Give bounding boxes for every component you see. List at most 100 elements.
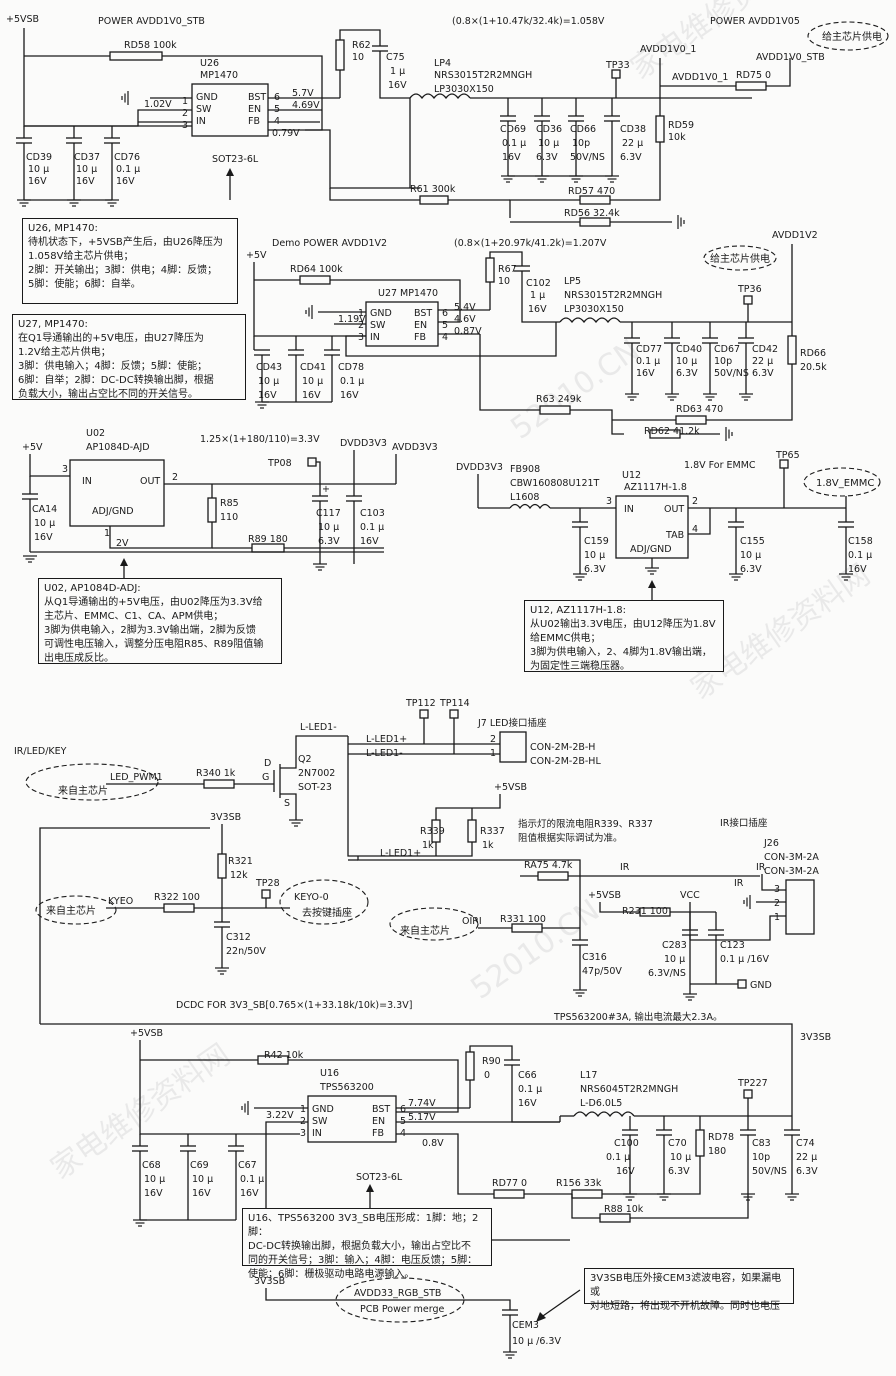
cap-val: 0.1 μ (606, 1152, 630, 1163)
resistor-label: R85 (220, 498, 239, 509)
cap-val: 10 μ (538, 138, 559, 149)
cap-ref: C67 (238, 1160, 257, 1171)
voltage-reading: 0.87V (454, 326, 482, 337)
section-u12-1v8-emmc: DVDD3V3 FB908 CBW160808U121T L1608 C159 … (456, 450, 881, 602)
annotation-oval: 来自主芯片 (46, 904, 96, 917)
resistor-value: 1k (422, 840, 434, 851)
note-u26: U26, MP1470: 待机状态下，+5VSB产生后，由U26降压为 1.05… (22, 218, 238, 304)
cap-volt: 6.3V (668, 1166, 690, 1177)
annotation-oval: 给主芯片供电 (822, 30, 882, 43)
net-label: L-LED1- (300, 722, 337, 733)
ic-u02 (69, 459, 165, 527)
connector-part: CON-2M-2B-HL (530, 756, 601, 767)
cap-ref: CD37 (74, 152, 100, 163)
cap-val: 10 μ (144, 1174, 165, 1185)
inductor-part: NRS3015T2R2MNGH (564, 290, 662, 301)
pin-label: IN (624, 504, 634, 515)
annotation-text: PCB Power merge (360, 1304, 445, 1315)
pin-num: 2 (358, 320, 364, 331)
test-point: TP28 (255, 878, 280, 889)
cap-ref: CD78 (338, 362, 364, 373)
cap-volt: 6.3V (796, 1166, 818, 1177)
pin-num: 3 (182, 120, 188, 131)
cap-volt: 16V (240, 1188, 259, 1199)
pin-label: BST (248, 92, 266, 103)
pin-label: EN (372, 1116, 385, 1127)
cap-ref: CA14 (32, 504, 57, 515)
cap-volt: 16V (636, 368, 655, 379)
cap-ref: CEM3 (512, 1320, 539, 1331)
cap-val: 22 μ (752, 356, 773, 367)
pin-num: 1 (490, 748, 496, 759)
net-label: DVDD3V3 (340, 438, 387, 449)
package-label: SOT23-6L (356, 1172, 403, 1183)
resistor-label: R339 (420, 826, 445, 837)
formula: (0.8×(1+20.97k/41.2k)=1.207V (454, 238, 607, 249)
cap-val: 1 μ (390, 66, 405, 77)
section-u16-3v3sb: DCDC FOR 3V3_SB[0.765×(1+33.18k/10k)=3.3… (130, 1000, 831, 1241)
net-label: AVDD3V3 (392, 442, 438, 453)
cap-ref: CD69 (500, 124, 526, 135)
pin-num: 3 (358, 332, 364, 343)
pin-label: IN (196, 116, 206, 127)
pin-num: 1 (774, 912, 780, 923)
section-title-right: POWER AVDD1V05 (710, 16, 800, 27)
cap-volt: 50V/NS (570, 152, 605, 163)
pin-label: SW (196, 104, 212, 115)
pin-label: GND (196, 92, 218, 103)
cap-val: 0.1 μ /16V (720, 954, 769, 965)
resistor-value: 10 (352, 52, 364, 63)
cap-volt: 6.3V/NS (648, 968, 686, 979)
cap-val: 0.1 μ (360, 522, 384, 533)
connector-title: J7 LED接口插座 (477, 717, 547, 729)
cap-volt: 16V (28, 176, 47, 187)
net-label: AVDD1V2 (772, 230, 818, 241)
voltage-reading: 7.74V (408, 1098, 436, 1109)
pin-label: FB (372, 1128, 384, 1139)
pin-label: ADJ/GND (92, 506, 134, 517)
connector-part: CON-3M-2A (764, 852, 819, 863)
cap-ref: C66 (518, 1070, 537, 1081)
rail-label: 3V3SB (254, 1276, 285, 1287)
note-u02: U02, AP1084D-ADJ: 从Q1导通输出的+5V电压，由U02降压为3… (38, 578, 282, 664)
voltage-reading: 5.7V (292, 88, 314, 99)
pin-label: FB (248, 116, 260, 127)
transistor-part: 2N7002 (298, 768, 335, 779)
net-label: DVDD3V3 (456, 462, 503, 473)
pin-label: ADJ/GND (630, 544, 672, 555)
pin-label: GND (312, 1104, 334, 1115)
resistor-label: RD78 (708, 1132, 734, 1143)
rail-label: 3V3SB (800, 1032, 831, 1043)
resistor-label: RD75 0 (736, 70, 771, 81)
note-u27: U27, MP1470: 在Q1导通输出的+5V电压，由U27降压为 1.2V给… (12, 314, 246, 400)
pin-label: G (262, 772, 269, 783)
voltage-reading: 2V (116, 538, 129, 549)
cap-volt: 16V (616, 1166, 635, 1177)
voltage-reading: 4.69V (292, 100, 320, 111)
pin-num: 4 (442, 332, 448, 343)
pin-num: 5 (442, 320, 448, 331)
voltage-reading: 4.6V (454, 314, 476, 325)
resistor-label: RD59 (668, 120, 694, 131)
net-label: IR (620, 862, 630, 873)
voltage-reading: 3.22V (266, 1110, 294, 1121)
ic-ref: U12 (622, 470, 641, 481)
cap-val: 10 μ /6.3V (512, 1336, 561, 1347)
cap-ref: CD76 (114, 152, 140, 163)
pin-num: 6 (400, 1104, 406, 1115)
formula: 1.25×(1+180/110)=3.3V (200, 434, 320, 445)
cap-val: 10 μ (676, 356, 697, 367)
net-label: IR (734, 878, 744, 889)
voltage-reading: 5.4V (454, 302, 476, 313)
cap-ref: C123 (720, 940, 745, 951)
pin-num: 4 (692, 524, 698, 535)
resistor-value: 1k (482, 840, 494, 851)
cap-ref: CD66 (570, 124, 596, 135)
pin-label: BST (372, 1104, 390, 1115)
inductor-package: LP3030X150 (564, 304, 624, 315)
rail-label: +5VSB (494, 782, 527, 793)
cap-volt: 16V (144, 1188, 163, 1199)
cap-val: 22 μ (796, 1152, 817, 1163)
resistor-value: 12k (230, 870, 248, 881)
resistor-label: RD58 100k (124, 40, 177, 51)
